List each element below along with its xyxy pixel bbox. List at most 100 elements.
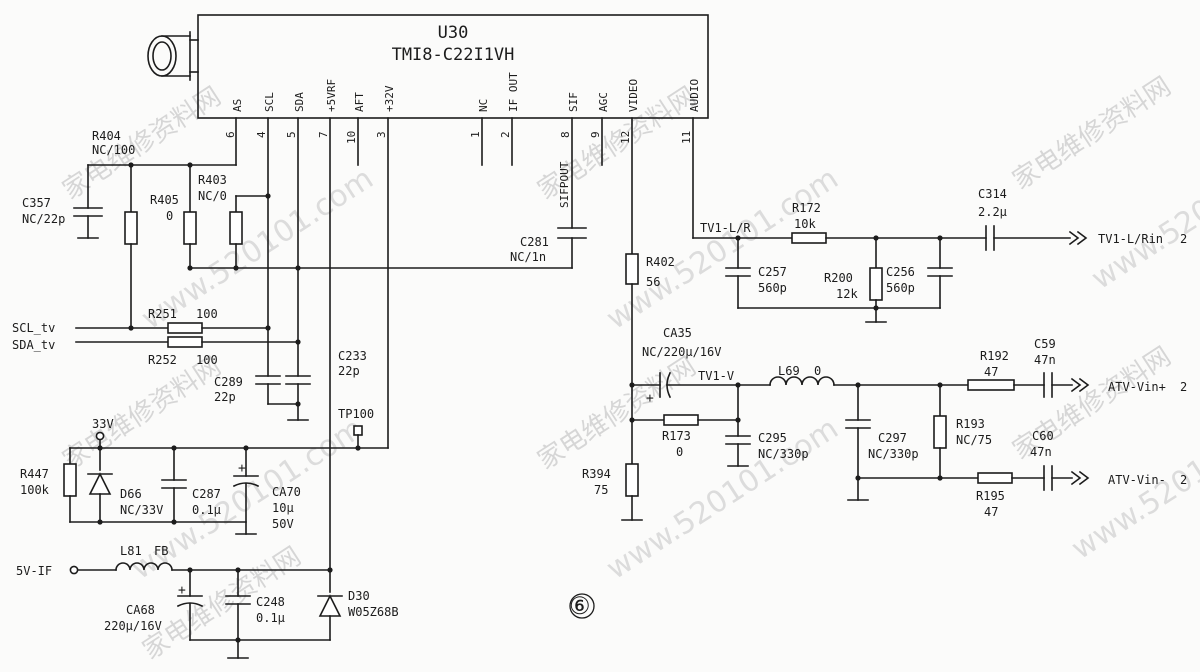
r200-value: 12k bbox=[836, 287, 858, 301]
c256-ref: C256 bbox=[886, 265, 915, 279]
r405-value: 0 bbox=[166, 209, 173, 223]
watermark-text: 家电维修资料网 bbox=[1007, 72, 1176, 196]
c297-value: NC/330p bbox=[868, 447, 919, 461]
c60-ref: C60 bbox=[1032, 429, 1054, 443]
ca70-voltage: 50V bbox=[272, 517, 294, 531]
l69-coil bbox=[769, 376, 835, 386]
tv1-lrin-port: TV1-L/Rin bbox=[1098, 232, 1163, 246]
l81-value: FB bbox=[154, 544, 168, 558]
c281-value: NC/1n bbox=[510, 250, 546, 264]
l81-ref: L81 bbox=[120, 544, 142, 558]
pin-name: SCL bbox=[263, 92, 276, 112]
pin-number: 10 bbox=[345, 131, 358, 144]
video-path: + bbox=[582, 253, 1187, 521]
pin-name: AS bbox=[231, 99, 244, 112]
pin-name: AFT bbox=[353, 92, 366, 112]
d30-value: W05Z68B bbox=[348, 605, 399, 619]
tp100-ref: TP100 bbox=[338, 407, 374, 421]
r173-value: 0 bbox=[676, 445, 683, 459]
r447-value: 100k bbox=[20, 483, 50, 497]
figure-number: ⑥ bbox=[569, 592, 591, 620]
polarity-plus: + bbox=[178, 583, 186, 598]
c297-ref: C297 bbox=[878, 431, 907, 445]
pin-number: 3 bbox=[375, 131, 388, 138]
ca35-ref: CA35 bbox=[663, 326, 692, 340]
c233-value: 22p bbox=[338, 364, 360, 378]
c357-value: NC/22p bbox=[22, 212, 65, 226]
r200-ref: R200 bbox=[824, 271, 853, 285]
tuner-module-u30: U30 TMI8-C22I1VH AS SCL SDA +5VRF AFT +3… bbox=[147, 14, 709, 571]
audio-path: TV1-L/R R172 10k C257 560p R200 12k C256… bbox=[692, 187, 1187, 323]
ca70-value: 10µ bbox=[272, 501, 294, 515]
rf-connector-icon bbox=[147, 31, 199, 81]
c281-ref: C281 bbox=[520, 235, 549, 249]
chip-part-number: TMI8-C22I1VH bbox=[392, 45, 515, 65]
pin-name: SDA bbox=[293, 92, 306, 112]
v33-label: 33V bbox=[92, 417, 114, 431]
c248-ref: C248 bbox=[256, 595, 285, 609]
c256-value: 560p bbox=[886, 281, 915, 295]
watermark-url: www.520101.com bbox=[125, 411, 369, 587]
c287-value: 0.1µ bbox=[192, 503, 221, 517]
c295-value: NC/330p bbox=[758, 447, 809, 461]
c314-value: 2.2µ bbox=[978, 205, 1007, 219]
tv1-lrin-page: 2 bbox=[1180, 232, 1187, 246]
r252-value: 100 bbox=[196, 353, 218, 367]
r173-ref: R173 bbox=[662, 429, 691, 443]
r447-ref: R447 bbox=[20, 467, 49, 481]
offpage-arrow-icon bbox=[1070, 470, 1090, 486]
r405-ref: R405 bbox=[150, 193, 179, 207]
pin-name: AUDIO bbox=[688, 79, 701, 112]
scl-tv-label: SCL_tv bbox=[12, 321, 55, 335]
pin-number: 9 bbox=[589, 131, 602, 138]
watermark-url: www.520101.com bbox=[600, 411, 844, 587]
r404-value: NC/100 bbox=[92, 143, 135, 157]
tv1-v-label: TV1-V bbox=[698, 369, 734, 383]
r402-ref: R402 bbox=[646, 255, 675, 269]
c295-ref: C295 bbox=[758, 431, 787, 445]
v5if-label: 5V-IF bbox=[16, 564, 52, 578]
pin-number: 5 bbox=[285, 131, 298, 138]
sifpout-net-label: SIFPOUT bbox=[558, 161, 571, 208]
d66-ref: D66 bbox=[120, 487, 142, 501]
r252-ref: R252 bbox=[148, 353, 177, 367]
supply-5v-if: + 5V-IF L81 FB CA68 220µ/16V C248 0.1µ D… bbox=[16, 544, 399, 659]
atv-vin-plus-page: 2 bbox=[1180, 380, 1187, 394]
r251-value: 100 bbox=[196, 307, 218, 321]
pin-name: IF OUT bbox=[507, 72, 520, 112]
ca68-ref: CA68 bbox=[126, 603, 155, 617]
watermark-text: 家电维修资料网 bbox=[57, 82, 226, 206]
pin-number: 6 bbox=[224, 131, 237, 138]
r193-value: NC/75 bbox=[956, 433, 992, 447]
pin-number: 1 bbox=[469, 131, 482, 138]
pin-number: 2 bbox=[499, 131, 512, 138]
c257-ref: C257 bbox=[758, 265, 787, 279]
sda-tv-label: SDA_tv bbox=[12, 338, 55, 352]
as-pin-network: R404 NC/100 C357 NC/22p R405 0 R403 NC/0… bbox=[22, 129, 587, 329]
c233-ref: C233 bbox=[338, 349, 367, 363]
r195-ref: R195 bbox=[976, 489, 1005, 503]
c314-ref: C314 bbox=[978, 187, 1007, 201]
pin-name: VIDEO bbox=[627, 79, 640, 112]
r403-ref: R403 bbox=[198, 173, 227, 187]
d30-ref: D30 bbox=[348, 589, 370, 603]
c257-value: 560p bbox=[758, 281, 787, 295]
atv-vin-minus-port: ATV-Vin- bbox=[1108, 473, 1166, 487]
c59-ref: C59 bbox=[1034, 337, 1056, 351]
pin-name: +5VRF bbox=[325, 79, 338, 112]
r251-ref: R251 bbox=[148, 307, 177, 321]
chip-ref: U30 bbox=[438, 23, 469, 43]
c287-ref: C287 bbox=[192, 487, 221, 501]
polarity-plus: + bbox=[238, 461, 246, 476]
r402-value: 56 bbox=[646, 275, 660, 289]
watermark-url: www.520101.com bbox=[600, 161, 844, 337]
watermark-text: 家电维修资料网 bbox=[57, 352, 226, 476]
c289-value: 22p bbox=[214, 390, 236, 404]
l69-ref: L69 bbox=[778, 364, 800, 378]
pin-name: SIF bbox=[567, 92, 580, 112]
pin-name: +32V bbox=[383, 85, 396, 112]
r404-ref: R404 bbox=[92, 129, 121, 143]
pin-number: 12 bbox=[619, 131, 632, 144]
